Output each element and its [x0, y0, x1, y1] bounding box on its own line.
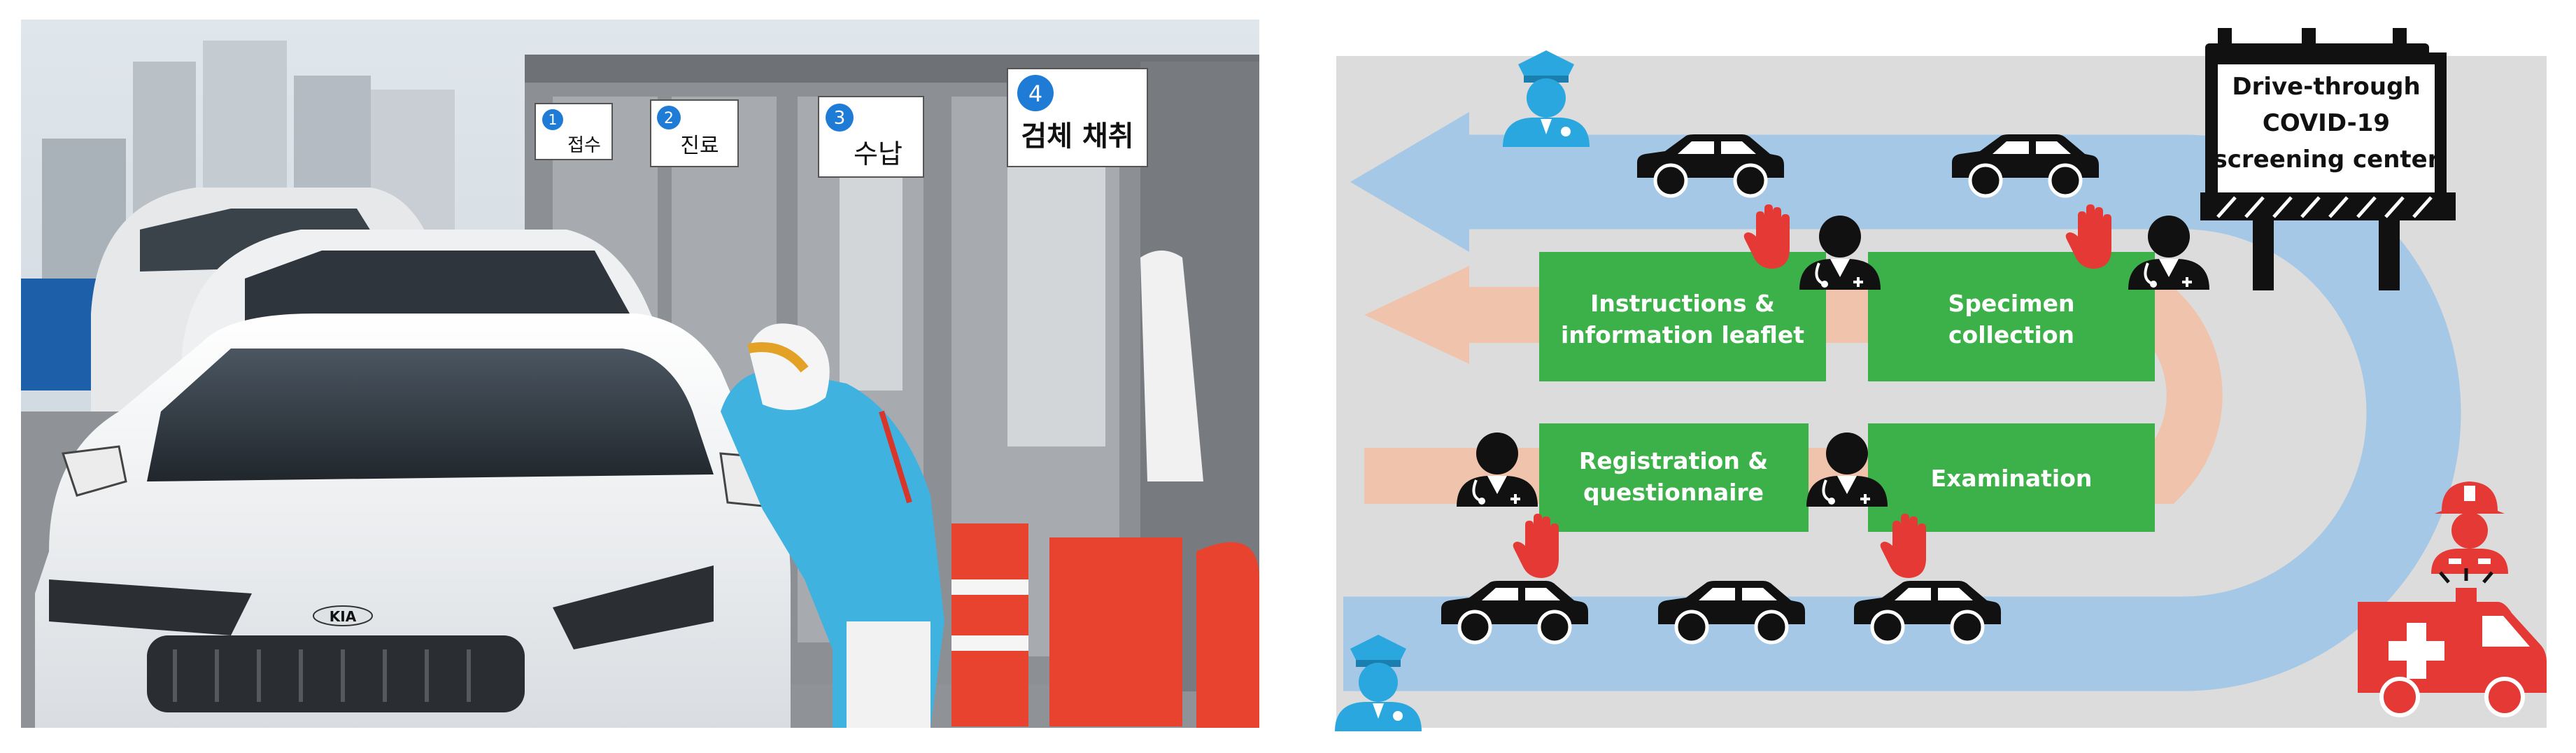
svg-text:1: 1 — [549, 111, 558, 128]
svg-text:Examination: Examination — [1931, 465, 2093, 492]
ambulance-icon — [2358, 568, 2547, 717]
svg-text:진료: 진료 — [680, 134, 719, 158]
booth-sign-1: 1 접수 — [535, 103, 613, 160]
booth-sign-3: 3 수납 — [818, 96, 924, 178]
station-instructions: Instructions & information leaflet — [1539, 252, 1826, 381]
svg-text:KIA: KIA — [330, 608, 357, 625]
peach-route-arrowhead — [1364, 266, 1469, 364]
svg-text:수납: 수납 — [854, 139, 903, 169]
red-barriers — [951, 523, 1259, 728]
screening-center-diagram: Instructions & information leaflet Speci… — [1335, 28, 2547, 731]
svg-text:information leaflet: information leaflet — [1561, 321, 1804, 349]
station-specimen-collection: Specimen collection — [1868, 252, 2155, 381]
billboard: Drive-through COVID-19 screening center — [2200, 28, 2456, 290]
svg-text:screening center: screening center — [2213, 146, 2439, 174]
svg-text:2: 2 — [664, 110, 674, 127]
svg-text:questionnaire: questionnaire — [1583, 479, 1764, 506]
svg-text:Specimen: Specimen — [1948, 290, 2075, 317]
svg-text:collection: collection — [1948, 321, 2074, 349]
booth-sign-2: 2 진료 — [650, 99, 739, 167]
booth-sign-4: 4 검체 채취 — [1007, 68, 1148, 167]
firefighter-icon — [2431, 481, 2508, 574]
svg-text:Registration &: Registration & — [1579, 447, 1768, 474]
svg-text:접수: 접수 — [567, 135, 601, 156]
peach-inner-route — [1364, 287, 2223, 504]
svg-text:검체 채취: 검체 채취 — [1021, 120, 1133, 153]
svg-text:Drive-through: Drive-through — [2232, 73, 2420, 101]
station-registration: Registration & questionnaire — [1539, 423, 1809, 532]
health-worker — [721, 323, 944, 728]
station-examination: Examination — [1868, 423, 2155, 532]
blue-route-arrowhead — [1350, 112, 1469, 252]
svg-text:Instructions &: Instructions & — [1590, 290, 1775, 317]
white-kia-car: KIA — [35, 314, 806, 728]
svg-text:COVID-19: COVID-19 — [2263, 109, 2390, 137]
second-health-worker — [1140, 251, 1203, 481]
svg-text:3: 3 — [834, 108, 846, 129]
svg-text:4: 4 — [1028, 80, 1042, 107]
drive-through-photo: 1 접수 2 진료 3 수납 4 검체 채취 — [21, 20, 1259, 728]
